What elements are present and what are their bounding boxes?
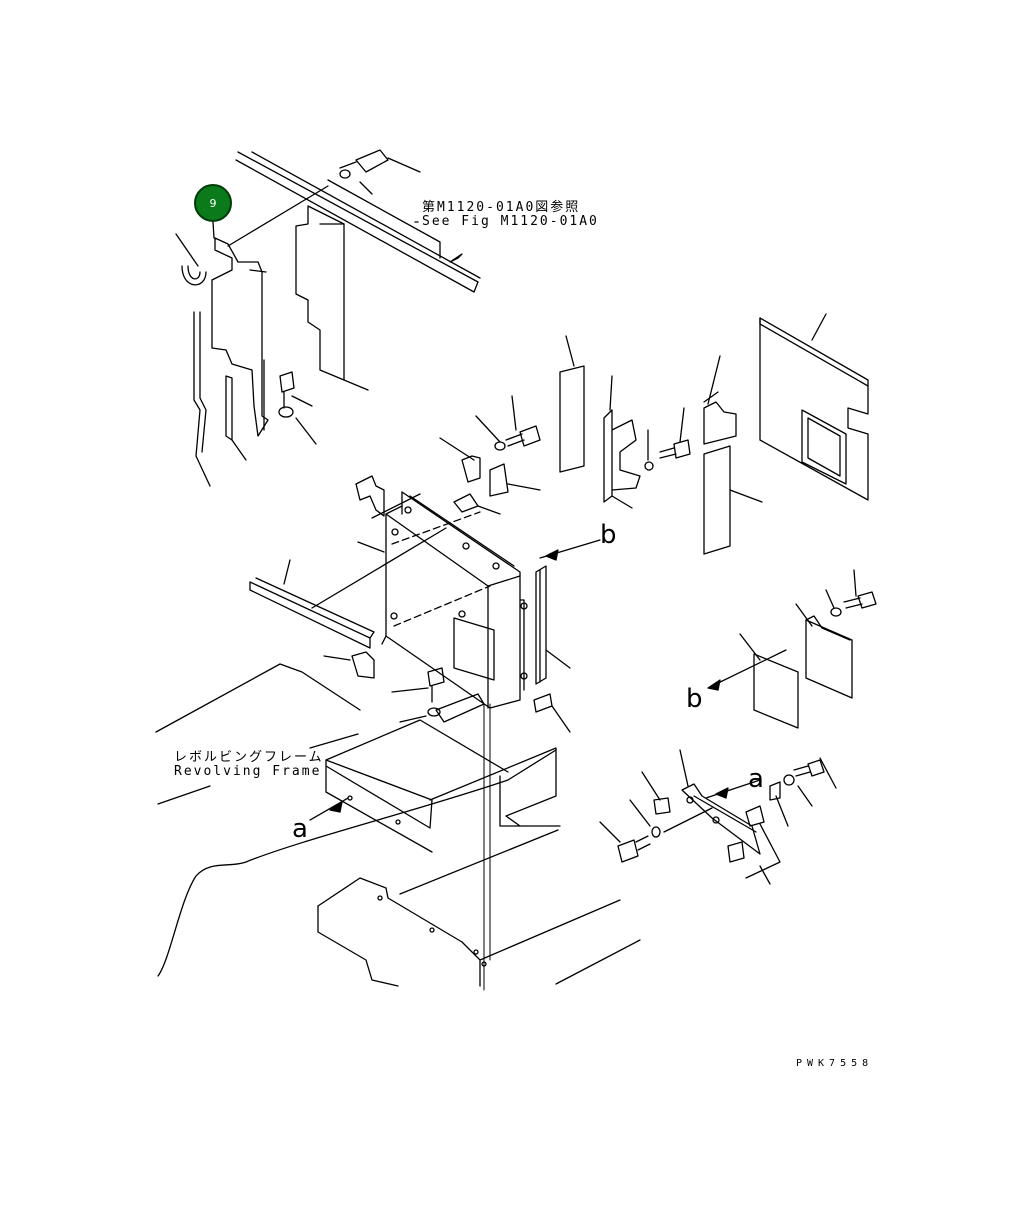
revolving-frame — [155, 663, 641, 987]
large-panel — [759, 313, 869, 501]
jp-figure-reference: 第M1120-01A0図参照 — [422, 200, 581, 215]
view-letter-b-lower: b — [686, 684, 703, 714]
bolt-right — [644, 407, 691, 471]
middle-strip — [559, 335, 585, 473]
lower-parts — [323, 651, 571, 991]
tall-filler — [295, 205, 369, 391]
vertical-bracket — [603, 375, 641, 509]
callout-number: 9 — [209, 197, 217, 210]
bottom-bracket — [599, 749, 781, 885]
thin-plate — [225, 375, 233, 441]
small-pad — [703, 355, 737, 445]
clip-center — [439, 437, 541, 515]
view-letter-a-left: a — [292, 814, 308, 844]
long-bar — [249, 527, 447, 649]
view-letter-b-upper: b — [600, 520, 617, 550]
view-letter-a-right: a — [748, 764, 764, 794]
left-bracket — [211, 237, 269, 437]
controller-box — [357, 491, 528, 709]
upper-bracket — [355, 475, 421, 519]
bolt-top — [339, 149, 421, 195]
bolt-bottom-right — [775, 757, 837, 827]
u-clip — [175, 233, 207, 286]
en-frame-label: Revolving Frame — [174, 764, 322, 779]
cover-plate — [739, 603, 853, 729]
thin-strip — [193, 311, 211, 487]
en-figure-reference: See Fig M1120-01A0 — [422, 214, 599, 229]
bolt-left — [278, 371, 317, 445]
jp-frame-label: レボルビングフレーム — [174, 750, 324, 765]
bolt-center — [475, 395, 541, 451]
callout-marker[interactable]: 9 — [194, 184, 232, 222]
bolt-cover — [825, 569, 877, 617]
top-rail — [235, 151, 481, 293]
vertical-rail — [535, 565, 571, 685]
drawing-code: PWK7558 — [796, 1058, 874, 1069]
strip-pad — [703, 445, 763, 555]
